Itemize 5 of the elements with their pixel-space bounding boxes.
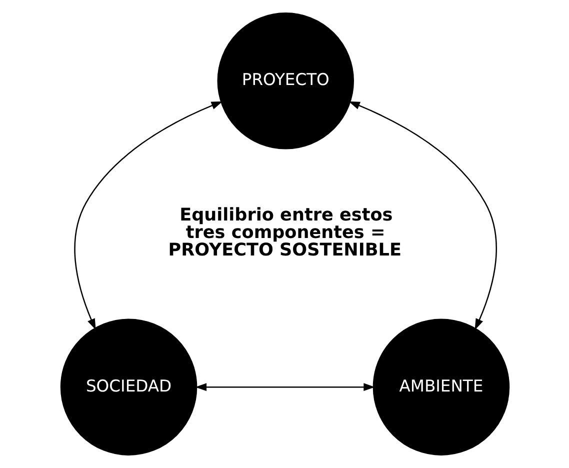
label: Equilibrio entre estos tres componentes = PROYECTO SOSTENIBLE: [168, 205, 401, 261]
node-circle: PROYECTO: [216, 12, 354, 150]
arrow: [194, 383, 374, 392]
arrow: [348, 101, 496, 330]
arrow: [74, 101, 222, 330]
